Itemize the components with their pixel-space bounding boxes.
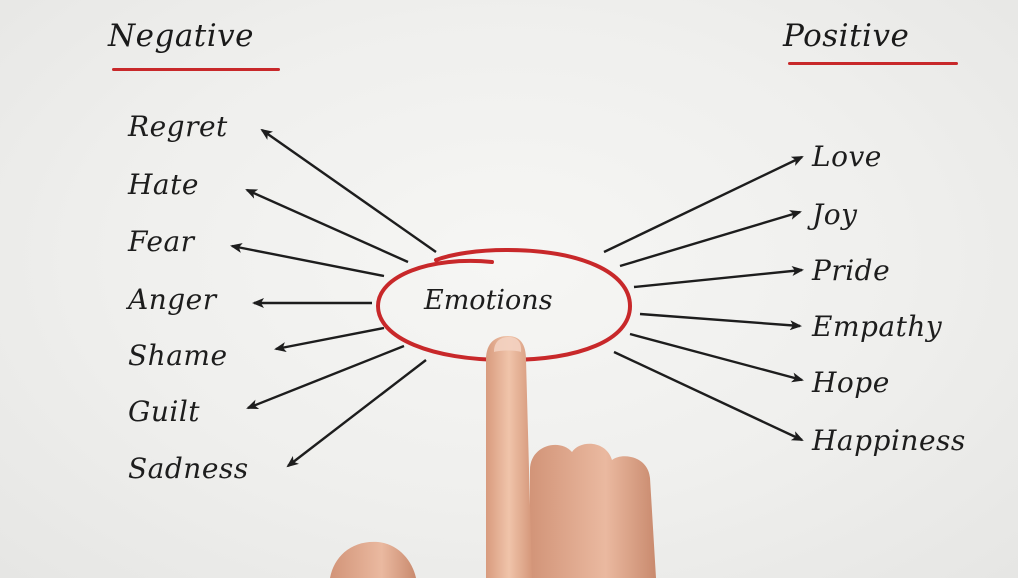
negative-item-regret: Regret xyxy=(128,110,228,143)
arrow-regret xyxy=(260,128,437,253)
positive-item-happiness: Happiness xyxy=(812,424,966,457)
arrow-shame xyxy=(274,326,385,352)
positive-item-hope: Hope xyxy=(812,366,890,399)
positive-item-joy: Joy xyxy=(812,198,858,231)
positive-underline xyxy=(788,62,958,65)
positive-item-love: Love xyxy=(812,140,882,173)
arrow-sadness xyxy=(286,359,427,468)
negative-item-fear: Fear xyxy=(128,225,195,258)
positive-item-pride: Pride xyxy=(812,254,891,287)
negative-heading: Negative xyxy=(108,18,255,54)
arrow-pride xyxy=(633,266,804,289)
arrow-hope xyxy=(629,332,804,383)
negative-item-sadness: Sadness xyxy=(128,452,249,485)
arrow-happiness xyxy=(613,350,804,442)
arrow-love xyxy=(603,155,804,254)
arrow-empathy xyxy=(639,312,802,331)
negative-item-shame: Shame xyxy=(128,339,228,372)
arrow-joy xyxy=(619,210,802,268)
arrow-fear xyxy=(230,243,385,278)
arrow-hate xyxy=(245,188,409,264)
center-label: Emotions xyxy=(424,285,553,316)
positive-item-empathy: Empathy xyxy=(812,310,943,343)
negative-item-anger: Anger xyxy=(128,283,217,316)
negative-item-hate: Hate xyxy=(128,168,199,201)
positive-heading: Positive xyxy=(783,18,910,54)
arrow-guilt xyxy=(246,344,405,410)
negative-item-guilt: Guilt xyxy=(128,395,201,428)
negative-underline xyxy=(112,68,280,71)
